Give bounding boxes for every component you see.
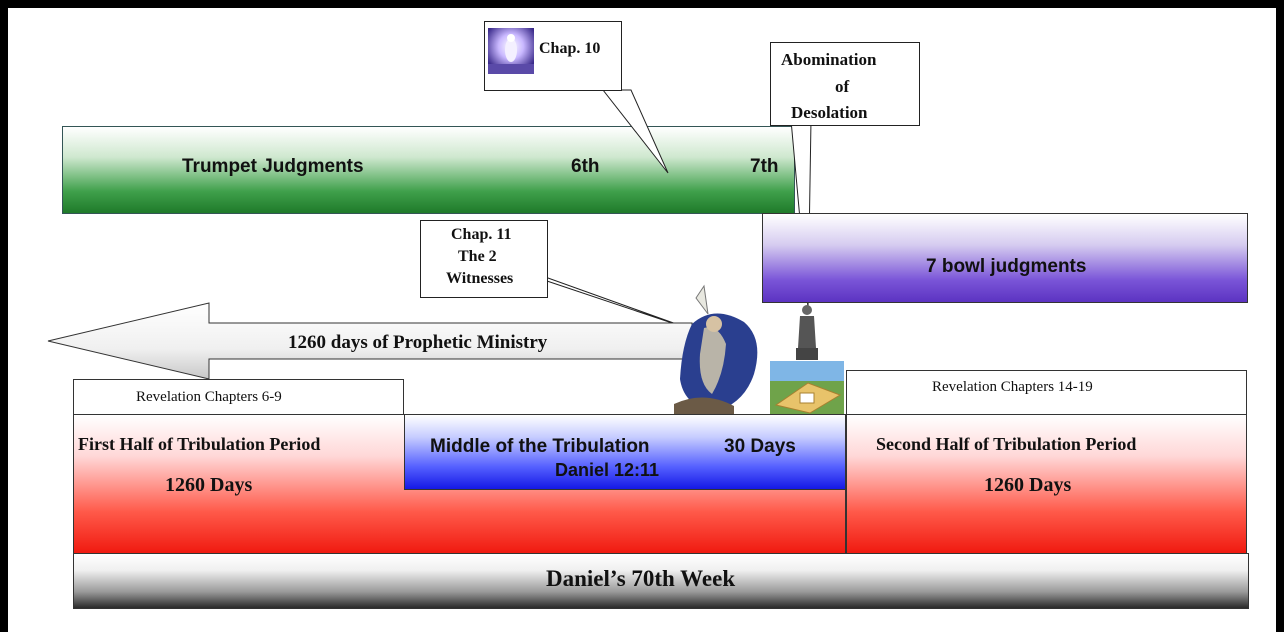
abomination-line2: of [835, 77, 850, 96]
sixth-trumpet-label: 6th [571, 156, 600, 177]
middle-block [404, 414, 846, 490]
middle-reference: Daniel 12:11 [555, 460, 660, 480]
temple-image-icon [770, 361, 844, 415]
abomination-callout [770, 42, 920, 126]
witnesses-picture [674, 284, 770, 416]
bowl-judgments-bar [762, 213, 1248, 303]
abomination-line1: Abomination [781, 50, 877, 69]
first-half-days: 1260 Days [165, 474, 253, 496]
statue-image-icon [796, 305, 818, 360]
second-half-block [846, 414, 1247, 554]
trumpet-judgments-bar [62, 126, 795, 214]
chap10-pointer [601, 89, 669, 174]
middle-title: Middle of the Tribulation [430, 436, 650, 457]
trumpet-judgments-label: Trumpet Judgments [182, 156, 364, 177]
diagram-canvas: Trumpet Judgments 6th 7th Chap. 10 Abomi… [8, 8, 1276, 632]
chap11-line2: The 2 [458, 248, 497, 265]
abomination-line3: Desolation [791, 103, 868, 122]
revelation-right-box [846, 370, 1247, 415]
chap11-callout [420, 220, 548, 298]
daniels-70th-week-label: Daniel’s 70th Week [546, 566, 736, 591]
chap11-line1: Chap. 11 [451, 226, 512, 243]
moses-image-icon [674, 284, 758, 416]
angel-image-icon [488, 28, 534, 74]
prophetic-ministry-label: 1260 days of Prophetic Ministry [288, 332, 548, 353]
revelation-right-label: Revelation Chapters 14-19 [932, 379, 1093, 395]
bowl-judgments-label: 7 bowl judgments [926, 256, 1087, 277]
temple-picture [770, 361, 844, 415]
revelation-left-box [73, 379, 404, 415]
first-half-title: First Half of Tribulation Period [78, 434, 321, 454]
chap11-line3: Witnesses [446, 270, 514, 287]
seventh-trumpet-label: 7th [750, 156, 779, 177]
daniels-70th-week-bar [73, 553, 1249, 609]
chap10-label: Chap. 10 [539, 40, 601, 57]
second-half-title: Second Half of Tribulation Period [876, 434, 1137, 454]
chap10-angel-picture [488, 28, 534, 74]
second-half-days: 1260 Days [984, 474, 1072, 496]
revelation-left-label: Revelation Chapters 6-9 [136, 389, 282, 405]
statue-picture [794, 304, 820, 360]
middle-days: 30 Days [724, 436, 796, 457]
